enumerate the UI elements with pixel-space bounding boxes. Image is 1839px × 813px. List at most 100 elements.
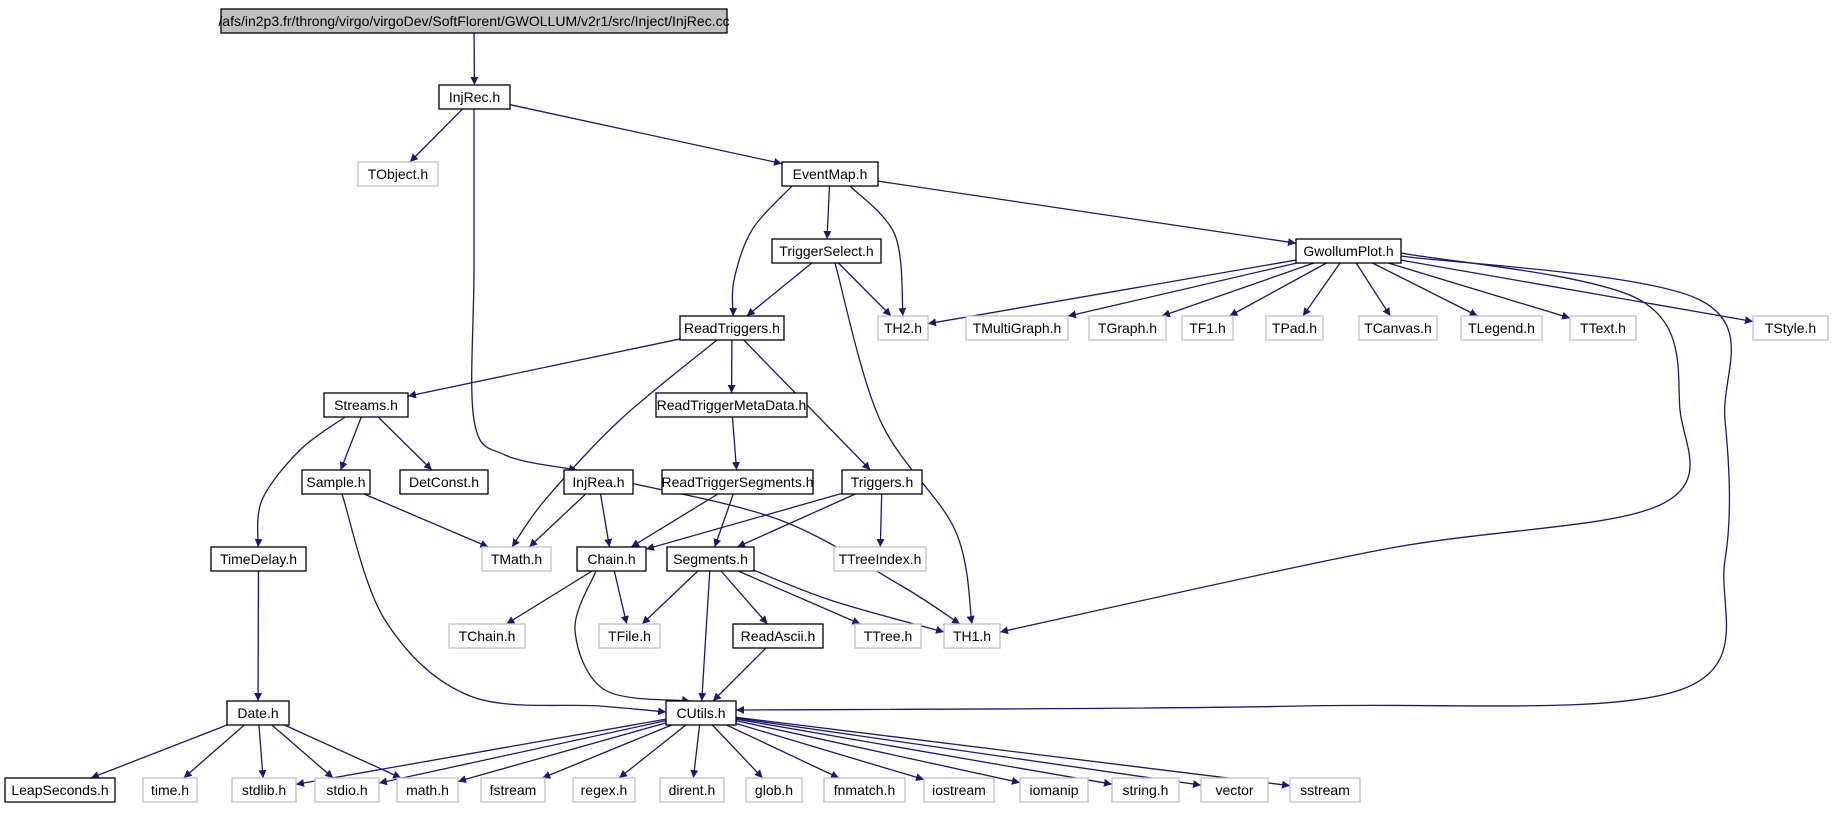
node-date[interactable]: Date.h [226,700,290,726]
node-injrec[interactable]: InjRec.h [438,84,511,110]
node-box-leapseconds [4,777,116,803]
node-chain[interactable]: Chain.h [576,546,647,572]
edge-segments-to-cutils [698,570,711,702]
node-box-chain [576,546,647,572]
edge-readtriggers-to-streams [407,338,681,399]
node-label-ttree: TTree.h [864,628,913,644]
node-readtriggers[interactable]: ReadTriggers.h [679,315,785,341]
node-sample[interactable]: Sample.h [301,469,371,495]
node-box-tpad [1265,315,1324,341]
edge-cutils-to-math [457,722,667,784]
node-box-triggers [841,469,923,495]
node-label-gwollumplot: GwollumPlot.h [1303,243,1393,259]
node-label-triggers: Triggers.h [851,474,914,490]
node-tfile: TFile.h [598,623,661,649]
node-streams[interactable]: Streams.h [323,392,409,418]
node-dirent: dirent.h [659,777,725,803]
node-label-fnmatch: fnmatch.h [834,782,895,798]
edge-injrea-to-tmath [528,493,587,548]
node-iomanip: iomanip [1019,777,1089,803]
edge-cutils-to-stdlib [295,718,667,787]
node-label-tpad: TPad.h [1272,320,1317,336]
node-box-tfile [598,623,661,649]
node-label-fstream: fstream [490,782,537,798]
node-label-glob: glob.h [755,782,793,798]
node-box-tlegend [1460,315,1543,341]
node-box-root [220,8,728,34]
node-label-regex: regex.h [581,782,628,798]
node-stdio: stdio.h [314,777,380,803]
edge-readtriggers-to-tmath [511,339,718,548]
node-box-tchain [448,623,526,649]
edge-chain-to-tchain [506,570,593,625]
node-label-triggerselect: TriggerSelect.h [779,243,873,259]
node-box-cutils [665,700,737,726]
node-box-tmultigraph [965,315,1069,341]
node-box-readascii [732,623,824,649]
node-label-readtriggers: ReadTriggers.h [684,320,780,336]
node-label-cutils: CUtils.h [676,705,725,721]
edge-segments-to-readascii [720,570,768,625]
edge-date-to-stdio [271,724,334,779]
node-timedelay[interactable]: TimeDelay.h [210,546,307,572]
node-eventmap[interactable]: EventMap.h [781,161,879,187]
node-box-readtriggermetadata [655,392,808,418]
edge-triggers-to-chain [645,492,843,551]
node-label-iostream: iostream [932,782,986,798]
edge-triggers-to-segments [736,493,856,548]
node-gwollumplot[interactable]: GwollumPlot.h [1295,238,1402,264]
node-label-chain: Chain.h [587,551,635,567]
node-box-tmath [481,546,552,572]
edge-streams-to-timedelay [254,416,346,548]
node-box-tstyle [1752,315,1829,341]
edge-gwollumplot-to-tcanvas [1355,262,1391,317]
edge-cutils-to-regex [618,724,687,779]
node-box-iomanip [1019,777,1089,803]
node-readtriggersegments[interactable]: ReadTriggerSegments.h [661,469,814,495]
node-cutils[interactable]: CUtils.h [665,700,737,726]
edge-readascii-to-cutils [712,647,767,702]
edge-segments-to-tfile [641,570,699,625]
edge-cutils-to-string [735,718,1113,787]
edge-cutils-to-iostream [735,722,925,782]
node-tchain: TChain.h [448,623,526,649]
node-label-tobject: TObject.h [368,166,428,182]
edge-gwollumplot-to-cutils [735,255,1732,714]
edge-gwollumplot-to-tgraph [1161,262,1315,318]
node-segments[interactable]: Segments.h [666,546,755,572]
node-detconst[interactable]: DetConst.h [399,469,489,495]
node-label-math: math.h [406,782,449,798]
edge-gwollumplot-to-ttext [1387,262,1571,320]
edge-chain-to-cutils [574,570,691,704]
node-box-ttext [1569,315,1637,341]
node-tobject: TObject.h [357,161,439,187]
node-readascii[interactable]: ReadAscii.h [732,623,824,649]
edge-injrec-to-eventmap [509,104,783,166]
node-iostream: iostream [923,777,995,803]
edge-gwollumplot-to-tstyle [1400,259,1754,325]
node-label-th1: TH1.h [953,628,991,644]
node-triggers[interactable]: Triggers.h [841,469,923,495]
node-readtriggermetadata[interactable]: ReadTriggerMetaData.h [655,392,808,418]
node-injrea[interactable]: InjRea.h [563,469,634,495]
edge-readtriggermetadata-to-readtriggersegments [731,416,740,471]
edge-readtriggersegments-to-segments [713,493,734,548]
node-box-sample [301,469,371,495]
edge-gwollumplot-to-tmultigraph [1067,262,1297,319]
node-root[interactable]: /afs/in2p3.fr/throng/virgo/virgoDev/Soft… [218,8,730,34]
node-tstyle: TStyle.h [1752,315,1829,341]
node-box-math [396,777,459,803]
edge-cutils-to-dirent [690,724,701,779]
node-label-tcanvas: TCanvas.h [1364,320,1432,336]
node-box-vector [1200,777,1269,803]
node-tf1: TF1.h [1181,315,1234,341]
node-tlegend: TLegend.h [1460,315,1543,341]
node-tmultigraph: TMultiGraph.h [965,315,1069,341]
node-leapseconds[interactable]: LeapSeconds.h [4,777,116,803]
node-label-tgraph: TGraph.h [1098,320,1157,336]
node-ttreeindex: TTreeIndex.h [833,546,927,572]
node-box-triggerselect [771,238,882,264]
edge-triggerselect-to-readtriggers [746,262,813,317]
node-triggerselect[interactable]: TriggerSelect.h [771,238,882,264]
edge-injrec-to-tobject [409,108,464,163]
